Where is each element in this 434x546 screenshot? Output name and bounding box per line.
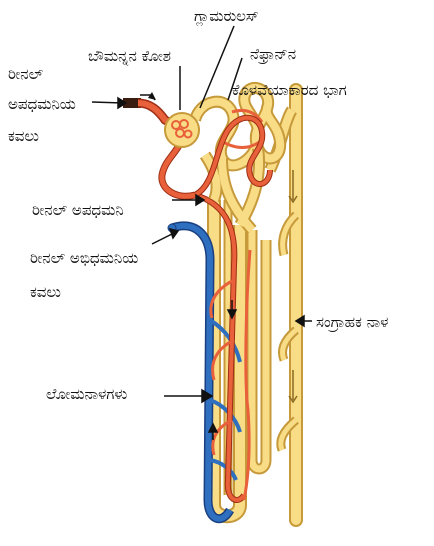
label-renal-vein-line2: ಕವಲು (30, 282, 61, 302)
label-glomerulus: ಗ್ಲಾಮರುಲಸ್ (194, 6, 259, 26)
label-bowmans-capsule: ಬೌಮನ್ನನ ಕೋಶ (88, 46, 171, 66)
label-efferent-line2: ಅಪಧಮನಿಯ (8, 94, 76, 114)
label-nephron-tubule-line1: ನೆಫ್ರಾನ್‌ನ (250, 44, 296, 64)
label-renal-vein-line1: ರೀನಲ್ ಅಭಿಧಮನಿಯ (30, 248, 138, 268)
label-nephron-tubule-line2: ಕೊಳವೆಯಾಕಾರದ ಭಾಗ (232, 80, 347, 100)
label-collecting-duct: ಸಂಗ್ರಾಹಕ ನಾಳ (316, 312, 388, 332)
label-capillaries: ಲೋಮನಾಳಗಳು (46, 384, 127, 404)
label-efferent-line3: ಕವಲು (8, 126, 39, 146)
label-efferent-line1: ರೀನಲ್ (8, 64, 43, 84)
label-renal-artery: ರೀನಲ್ ಅಪಧಮನಿ (32, 200, 124, 220)
bowmans-capsule (165, 113, 199, 147)
